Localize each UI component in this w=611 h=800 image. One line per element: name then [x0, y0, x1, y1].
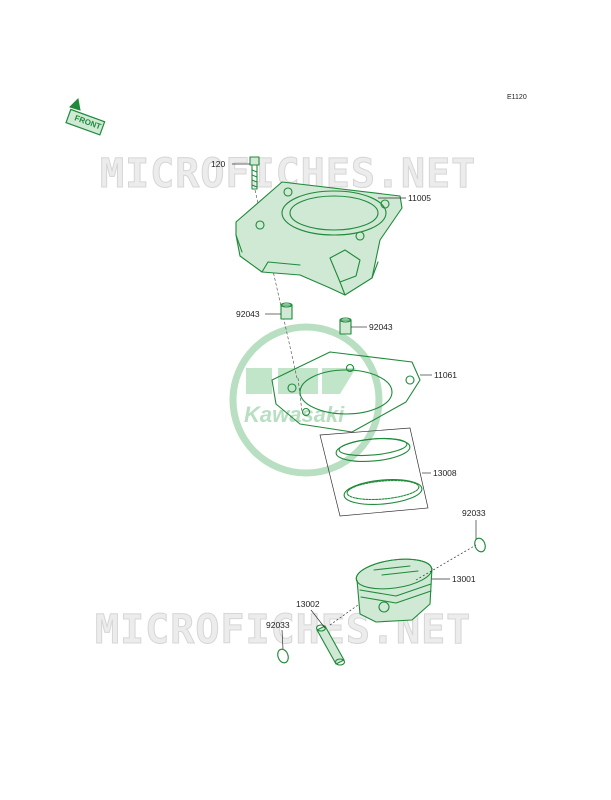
rings-part[interactable] — [319, 427, 429, 517]
logo-text: Kawasaki — [244, 402, 345, 427]
label-circlip-left: 92033 — [266, 620, 290, 630]
dowel-right-part[interactable] — [339, 317, 352, 335]
label-piston: 13001 — [452, 574, 476, 584]
label-dowel-right: 92043 — [369, 322, 393, 332]
cylinder-part[interactable] — [235, 181, 403, 296]
label-cylinder: 11005 — [408, 193, 431, 203]
kawasaki-logo: Kawasaki — [229, 323, 383, 477]
dowel-left-part[interactable] — [280, 302, 293, 320]
front-arrow-icon: FRONT — [65, 97, 106, 136]
label-bolt: 120 — [211, 159, 225, 169]
circlip-left-part[interactable] — [276, 648, 290, 665]
diagram-code: E1120 — [507, 94, 527, 101]
label-pin: 13002 — [296, 599, 320, 609]
bolt-part[interactable] — [249, 156, 260, 190]
piston-pin-part[interactable] — [315, 624, 346, 666]
label-circlip-right: 92033 — [462, 508, 486, 518]
piston-part[interactable] — [354, 555, 433, 623]
gasket-part[interactable] — [271, 351, 421, 433]
circlip-right-part[interactable] — [473, 537, 487, 554]
label-gasket: 11061 — [434, 370, 457, 380]
label-rings: 13008 — [433, 468, 457, 478]
label-dowel-left: 92043 — [236, 309, 260, 319]
